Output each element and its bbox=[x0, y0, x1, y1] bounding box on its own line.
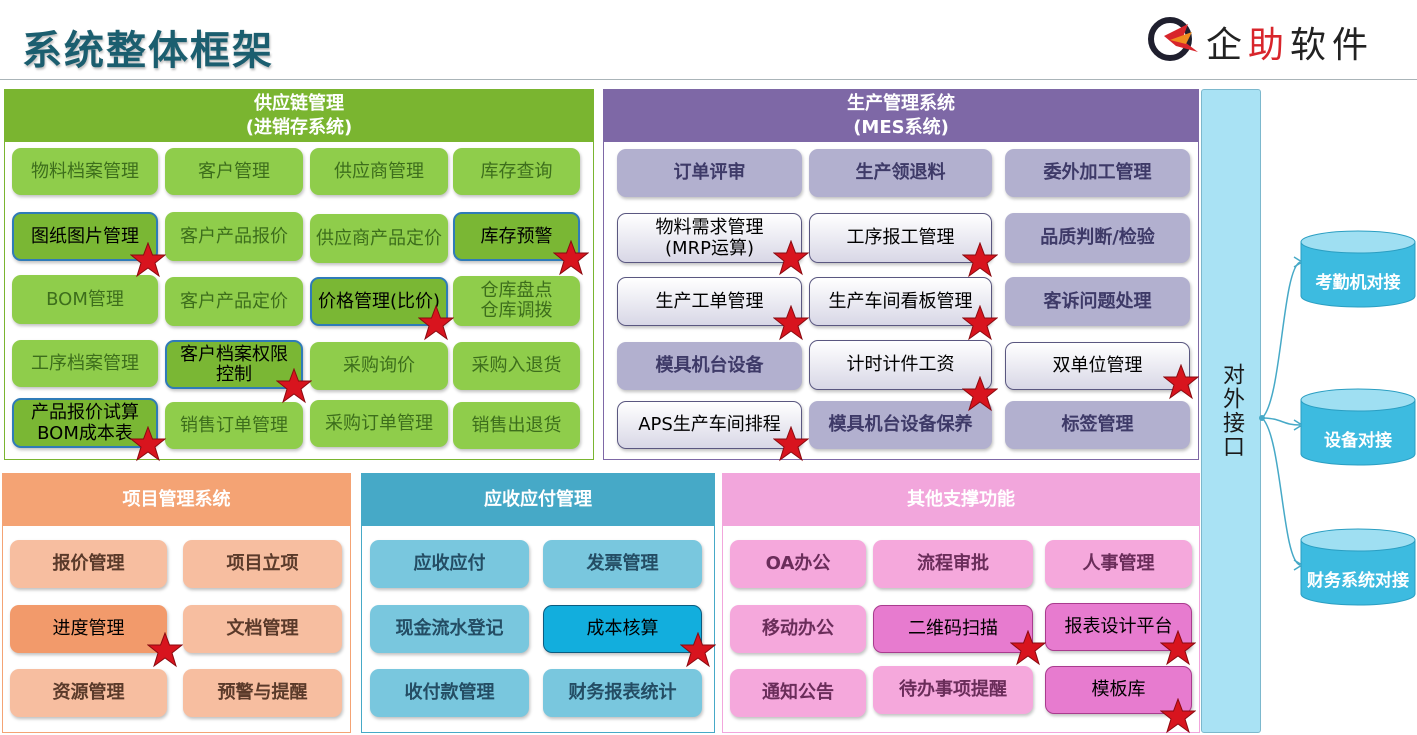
external-interface-bar: 对外接口 bbox=[1201, 89, 1261, 733]
tile-oa-office[interactable]: OA办公 bbox=[730, 540, 866, 588]
star-icon bbox=[773, 305, 809, 341]
tile-hr-management[interactable]: 人事管理 bbox=[1045, 540, 1192, 588]
tile-stocktake-transfer[interactable]: 仓库盘点仓库调拨 bbox=[453, 276, 580, 326]
tile-workflow-approval[interactable]: 流程审批 bbox=[873, 540, 1033, 588]
star-icon bbox=[418, 305, 454, 341]
star-icon bbox=[1010, 630, 1046, 666]
star-icon bbox=[680, 632, 716, 668]
other-title: 其他支撑功能 bbox=[907, 489, 1015, 510]
supply-chain-header: 供应链管理 (进销存系统) bbox=[5, 90, 593, 142]
star-icon bbox=[130, 242, 166, 278]
mes-header: 生产管理系统 (MES系统) bbox=[604, 90, 1198, 142]
project-title: 项目管理系统 bbox=[122, 489, 231, 510]
other-header: 其他支撑功能 bbox=[723, 474, 1199, 526]
header-divider bbox=[0, 79, 1417, 80]
tile-shopfloor-kanban[interactable]: 生产车间看板管理 bbox=[809, 277, 992, 326]
equipment-label: 设备对接 bbox=[1324, 431, 1392, 451]
tile-notice-board[interactable]: 通知公告 bbox=[730, 669, 866, 717]
database-cylinder-icon bbox=[1300, 230, 1416, 308]
mes-subtitle: (MES系统) bbox=[853, 117, 949, 138]
star-icon bbox=[1160, 698, 1196, 734]
external-attendance-machine: 考勤机对接 bbox=[1300, 230, 1416, 308]
receivables-title: 应收应付管理 bbox=[484, 489, 592, 510]
tile-purchase-order[interactable]: 采购订单管理 bbox=[310, 400, 448, 447]
tile-aps-scheduling[interactable]: APS生产车间排程 bbox=[617, 401, 802, 449]
tile-sales-order[interactable]: 销售订单管理 bbox=[165, 402, 303, 449]
tile-drawing-image-management[interactable]: 图纸图片管理 bbox=[12, 212, 158, 261]
star-icon bbox=[962, 376, 998, 412]
tile-inventory-query[interactable]: 库存查询 bbox=[453, 148, 580, 195]
tile-customer-management[interactable]: 客户管理 bbox=[165, 148, 303, 195]
tile-dual-unit[interactable]: 双单位管理 bbox=[1005, 342, 1190, 390]
star-icon bbox=[147, 632, 183, 668]
tile-process-reporting[interactable]: 工序报工管理 bbox=[809, 213, 992, 263]
tile-supplier-management[interactable]: 供应商管理 bbox=[310, 148, 448, 195]
database-cylinder-icon bbox=[1300, 528, 1416, 606]
tile-document-management[interactable]: 文档管理 bbox=[183, 605, 342, 653]
tile-mold-maintenance[interactable]: 模具机台设备保养 bbox=[809, 401, 992, 449]
tile-material-archive[interactable]: 物料档案管理 bbox=[12, 148, 158, 195]
tile-customer-product-pricing[interactable]: 客户产品定价 bbox=[165, 277, 303, 326]
tile-financial-statements[interactable]: 财务报表统计 bbox=[543, 669, 702, 717]
star-icon bbox=[1163, 364, 1199, 400]
project-header: 项目管理系统 bbox=[3, 474, 350, 526]
database-cylinder-icon bbox=[1300, 388, 1416, 466]
tile-piecework-wages[interactable]: 计时计件工资 bbox=[809, 340, 992, 390]
tile-label-management[interactable]: 标签管理 bbox=[1005, 401, 1190, 449]
tile-purchase-receipt-return[interactable]: 采购入退货 bbox=[453, 342, 580, 390]
external-finance-system: 财务系统对接 bbox=[1300, 528, 1416, 606]
supply-chain-title: 供应链管理 bbox=[254, 93, 344, 114]
tile-mrp[interactable]: 物料需求管理(MRP运算) bbox=[617, 213, 802, 263]
tile-qr-scan[interactable]: 二维码扫描 bbox=[873, 605, 1033, 653]
tile-process-archive[interactable]: 工序档案管理 bbox=[12, 340, 158, 387]
tile-quote-management[interactable]: 报价管理 bbox=[10, 540, 167, 588]
external-equipment: 设备对接 bbox=[1300, 388, 1416, 466]
tile-complaint-handling[interactable]: 客诉问题处理 bbox=[1005, 277, 1190, 326]
tile-project-setup[interactable]: 项目立项 bbox=[183, 540, 342, 588]
tile-progress-management[interactable]: 进度管理 bbox=[10, 605, 167, 653]
external-interface-label: 对外接口 bbox=[1219, 363, 1244, 459]
star-icon bbox=[1160, 630, 1196, 666]
tile-customer-product-quote[interactable]: 客户产品报价 bbox=[165, 212, 303, 261]
tile-mold-equipment[interactable]: 模具机台设备 bbox=[617, 342, 802, 390]
tile-production-material[interactable]: 生产领退料 bbox=[809, 149, 992, 197]
tile-quality-inspection[interactable]: 品质判断/检验 bbox=[1005, 213, 1190, 263]
tile-payment-collection[interactable]: 收付款管理 bbox=[370, 669, 529, 717]
tile-work-order[interactable]: 生产工单管理 bbox=[617, 277, 802, 326]
tile-supplier-product-pricing[interactable]: 供应商产品定价 bbox=[310, 214, 448, 263]
receivables-header: 应收应付管理 bbox=[362, 474, 714, 526]
logo-wordmark: 企助软件 bbox=[1206, 25, 1375, 66]
star-icon bbox=[962, 305, 998, 341]
tile-report-designer[interactable]: 报表设计平台 bbox=[1045, 603, 1192, 651]
tile-resource-management[interactable]: 资源管理 bbox=[10, 669, 167, 717]
attendance-machine-label: 考勤机对接 bbox=[1315, 273, 1401, 293]
finance-system-label: 财务系统对接 bbox=[1307, 571, 1409, 591]
star-icon bbox=[130, 426, 166, 462]
tile-purchase-inquiry[interactable]: 采购询价 bbox=[310, 342, 448, 390]
tile-alert-reminder[interactable]: 预警与提醒 bbox=[183, 669, 342, 717]
tile-cost-accounting[interactable]: 成本核算 bbox=[543, 605, 702, 653]
page-title: 系统整体框架 bbox=[22, 28, 274, 74]
tile-mobile-office[interactable]: 移动办公 bbox=[730, 605, 866, 653]
tile-cash-journal[interactable]: 现金流水登记 bbox=[370, 605, 529, 653]
tile-template-library[interactable]: 模板库 bbox=[1045, 666, 1192, 714]
company-logo: 企助软件 bbox=[1146, 14, 1406, 66]
tile-receivable-payable[interactable]: 应收应付 bbox=[370, 540, 529, 588]
supply-chain-subtitle: (进销存系统) bbox=[245, 117, 353, 138]
star-icon bbox=[276, 368, 312, 404]
tile-outsourcing[interactable]: 委外加工管理 bbox=[1005, 149, 1190, 197]
tile-bom-management[interactable]: BOM管理 bbox=[12, 275, 158, 324]
star-icon bbox=[962, 242, 998, 278]
q-logo-icon bbox=[1148, 17, 1198, 61]
mes-title: 生产管理系统 bbox=[847, 93, 955, 114]
tile-invoice-management[interactable]: 发票管理 bbox=[543, 540, 702, 588]
tile-todo-reminder[interactable]: 待办事项提醒 bbox=[873, 666, 1033, 714]
star-icon bbox=[773, 426, 809, 462]
tile-inventory-warning[interactable]: 库存预警 bbox=[453, 212, 580, 261]
tile-sales-outbound-return[interactable]: 销售出退货 bbox=[453, 402, 580, 449]
star-icon bbox=[553, 240, 589, 276]
tile-order-review[interactable]: 订单评审 bbox=[617, 149, 802, 197]
star-icon bbox=[773, 240, 809, 276]
